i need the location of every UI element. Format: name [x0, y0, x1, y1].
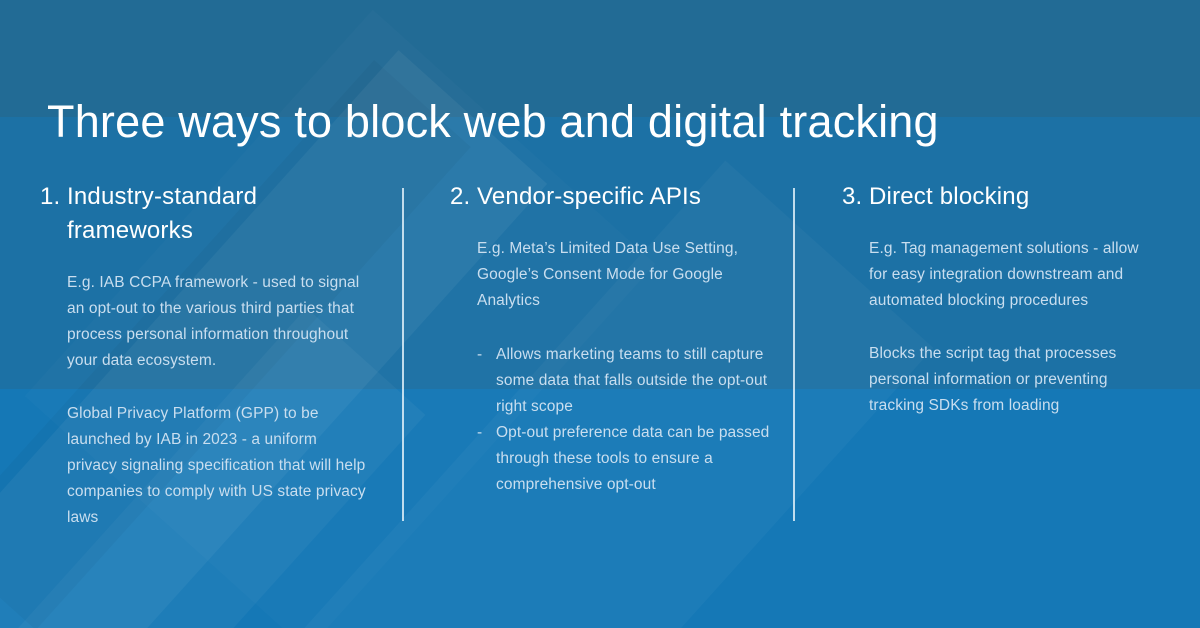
column-body: E.g. Tag management solutions - allow fo…: [869, 236, 1142, 419]
column-heading-text: Industry-standard frameworks: [67, 183, 258, 244]
bullet-dash: -: [477, 424, 483, 441]
bullet-text: Opt-out preference data can be passed th…: [496, 424, 770, 493]
column-divider: [793, 188, 795, 521]
column-divider: [402, 188, 404, 521]
background-band-middle: [0, 117, 1200, 389]
column-vendor-specific-apis: 2. Vendor-specific APIs E.g. Meta’s Limi…: [450, 180, 775, 498]
background-band-bottom: [0, 389, 1200, 628]
body-paragraph: Blocks the script tag that processes per…: [869, 345, 1117, 414]
slide-title: Three ways to block web and digital trac…: [47, 96, 939, 148]
column-number: 3.: [842, 183, 863, 210]
column-heading-text: Vendor-specific APIs: [477, 183, 702, 210]
body-paragraph: E.g. Tag management solutions - allow fo…: [869, 240, 1139, 309]
column-body: E.g. Meta’s Limited Data Use Setting, Go…: [477, 236, 775, 498]
body-paragraph: E.g. Meta’s Limited Data Use Setting, Go…: [477, 240, 739, 309]
bullet-item: - Allows marketing teams to still captur…: [477, 342, 775, 420]
body-paragraph: E.g. IAB CCPA framework - used to signal…: [67, 274, 360, 369]
column-heading: 2. Vendor-specific APIs: [450, 180, 775, 214]
bullet-text: Allows marketing teams to still capture …: [496, 346, 768, 415]
column-heading: 1. Industry-standard frameworks: [40, 180, 370, 248]
bullet-item: - Opt-out preference data can be passed …: [477, 420, 775, 498]
column-industry-standard-frameworks: 1. Industry-standard frameworks E.g. IAB…: [40, 180, 370, 531]
column-heading: 3. Direct blocking: [842, 180, 1142, 214]
column-number: 2.: [450, 183, 471, 210]
column-number: 1.: [40, 183, 61, 210]
body-paragraph: Global Privacy Platform (GPP) to be laun…: [67, 405, 366, 526]
column-heading-text: Direct blocking: [869, 183, 1030, 210]
background-band-top: [0, 0, 1200, 117]
column-body: E.g. IAB CCPA framework - used to signal…: [67, 270, 370, 531]
bullet-list: - Allows marketing teams to still captur…: [477, 342, 775, 498]
bullet-dash: -: [477, 346, 483, 363]
column-direct-blocking: 3. Direct blocking E.g. Tag management s…: [842, 180, 1142, 419]
